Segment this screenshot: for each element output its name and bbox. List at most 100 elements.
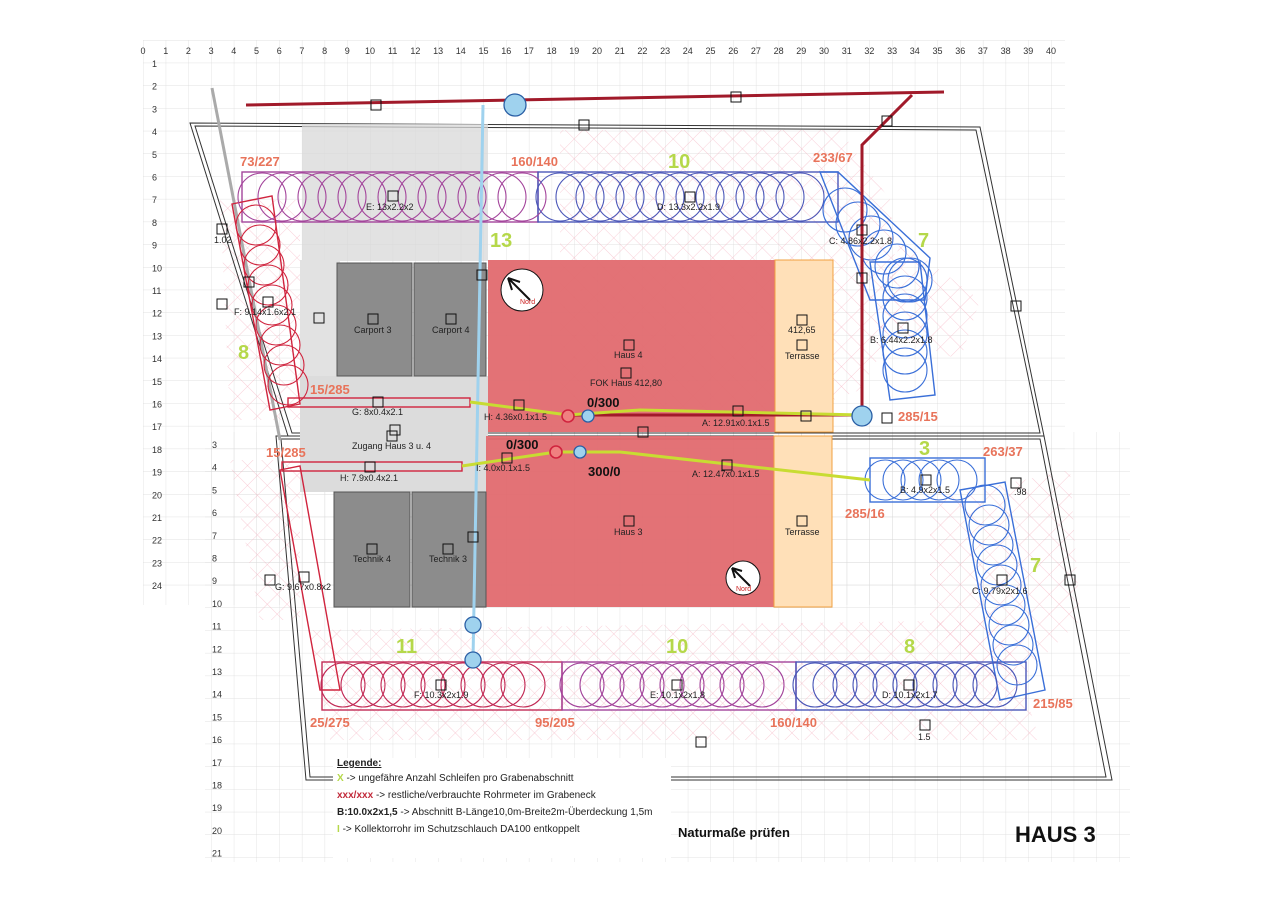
segment-a-bot: A: 12.47x0.1x1.5 — [692, 469, 760, 479]
top-axis-tick: 24 — [683, 46, 693, 56]
loop-circle — [882, 329, 928, 375]
carport4-area — [413, 262, 487, 377]
loop-circle — [235, 204, 277, 246]
loop-circle — [835, 201, 881, 247]
loop-circle — [882, 311, 928, 357]
haus4-label: Haus 4 — [614, 350, 643, 360]
legend-text-section: -> Abschnitt B-Länge10,0m-Breite2m-Überd… — [400, 807, 653, 818]
top-axis-tick: 4 — [231, 46, 236, 56]
survey-marker — [796, 339, 808, 351]
loop-circle — [251, 284, 293, 326]
top-axis-tick: 1 — [163, 46, 168, 56]
left-axis-tick: 12 — [152, 309, 162, 319]
survey-marker — [1010, 300, 1022, 312]
survey-marker — [216, 223, 228, 235]
inner-axis-tick: 4 — [212, 463, 217, 473]
loop-circle — [882, 275, 928, 321]
loop-circle — [882, 347, 928, 393]
left-axis-tick: 13 — [152, 331, 162, 341]
survey-marker — [364, 461, 376, 473]
left-axis-tick: 17 — [152, 422, 162, 432]
legend: Legende: X -> ungefähre Anzahl Schleifen… — [333, 758, 671, 858]
top-axis-tick: 7 — [299, 46, 304, 56]
left-axis-tick: 10 — [152, 263, 162, 273]
survey-marker — [372, 396, 384, 408]
carport3-label: Carport 3 — [354, 325, 392, 335]
loop-circle — [615, 172, 665, 222]
survey-marker — [367, 313, 379, 325]
zugang-zone — [300, 376, 488, 492]
terrasse-top-label: Terrasse — [785, 351, 820, 361]
left-axis-tick: 5 — [152, 150, 157, 160]
pipe-meter-73-227: 73/227 — [240, 154, 280, 169]
top-axis-tick: 35 — [932, 46, 942, 56]
inner-axis-tick: 20 — [212, 826, 222, 836]
loop-circle — [822, 187, 868, 233]
segment-f-bot: F: 10.3x2x1.9 — [414, 690, 469, 700]
loop-circle — [420, 662, 466, 708]
inner-axis-tick: 19 — [212, 803, 222, 813]
survey-marker — [366, 543, 378, 555]
loop-circle — [972, 524, 1014, 566]
junction-0-300-bot: 0/300 — [506, 437, 539, 452]
top-axis-tick: 17 — [524, 46, 534, 56]
survey-marker — [856, 224, 868, 236]
survey-marker — [216, 298, 228, 310]
loop-circle — [460, 662, 506, 708]
top-axis-tick: 2 — [186, 46, 191, 56]
legend-row-pipe: I -> Kollektorrohr im Schutzschlauch DA1… — [337, 824, 671, 835]
survey-marker — [620, 367, 632, 379]
collector-lines — [461, 400, 871, 482]
loop-circle — [832, 662, 878, 708]
survey-marker — [467, 531, 479, 543]
survey-marker — [476, 269, 488, 281]
loop-circle — [775, 172, 825, 222]
inner-axis-tick: 5 — [212, 485, 217, 495]
loop-circle — [400, 662, 446, 708]
top-axis-tick: 6 — [277, 46, 282, 56]
survey-marker — [386, 430, 398, 442]
top-axis-tick: 10 — [365, 46, 375, 56]
terrasse-bottom-label: Terrasse — [785, 527, 820, 537]
survey-marker — [370, 99, 382, 111]
loop-circle — [263, 344, 305, 386]
legend-text-meters: -> restliche/verbrauchte Rohrmeter im Gr… — [375, 790, 596, 801]
loop-circle — [980, 564, 1022, 606]
left-axis-tick: 21 — [152, 513, 162, 523]
left-axis-tick: 8 — [152, 218, 157, 228]
survey-marker — [243, 276, 255, 288]
top-axis-tick: 38 — [1001, 46, 1011, 56]
top-axis-tick: 34 — [910, 46, 920, 56]
survey-marker — [623, 339, 635, 351]
survey-marker — [637, 426, 649, 438]
survey-marker — [684, 191, 696, 203]
measure-1-5: 1.5 — [918, 732, 931, 742]
survey-marker — [695, 736, 707, 748]
loop-circle — [595, 172, 645, 222]
loop-circle — [735, 172, 785, 222]
loop-circle — [437, 172, 487, 222]
loop-circle — [932, 662, 978, 708]
left-axis-tick: 19 — [152, 468, 162, 478]
survey-marker — [796, 515, 808, 527]
top-axis-tick: 30 — [819, 46, 829, 56]
measure-1-02: 1.02 — [214, 235, 232, 245]
loop-circle — [874, 243, 920, 289]
survey-marker — [919, 719, 931, 731]
loop-circle — [918, 459, 960, 501]
left-axis-tick: 18 — [152, 445, 162, 455]
survey-marker — [442, 543, 454, 555]
survey-marker — [732, 405, 744, 417]
loop-circle — [237, 172, 287, 222]
loop-circle — [892, 662, 938, 708]
survey-marker — [578, 119, 590, 131]
top-axis-tick: 5 — [254, 46, 259, 56]
left-axis-tick: 4 — [152, 127, 157, 137]
top-axis-tick: 31 — [842, 46, 852, 56]
loop-circle — [497, 172, 547, 222]
segment-c-bot: C: 9.79x2x1.6 — [972, 586, 1028, 596]
loop-circle — [964, 484, 1006, 526]
left-axis-tick: 1 — [152, 59, 157, 69]
